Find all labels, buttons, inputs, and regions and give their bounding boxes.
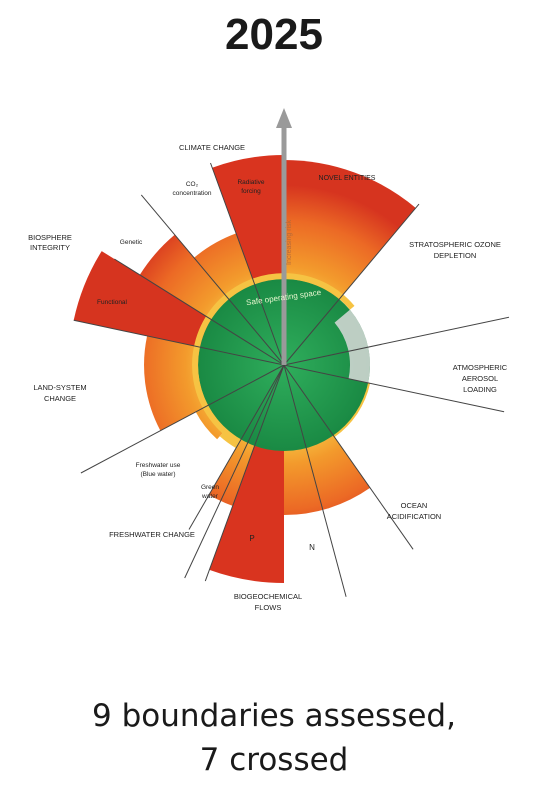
divider-line: [283, 203, 420, 366]
label-climate-change: CLIMATE CHANGE: [179, 143, 245, 152]
ozone-safe-segment: [334, 309, 370, 383]
summary-line-2: 7 crossed: [199, 742, 349, 778]
increasing-risk-label: Increasing risk: [286, 219, 293, 265]
divider-line: [188, 364, 285, 530]
label-genetic: Genetic: [120, 239, 143, 246]
label-novel-entities: NOVEL ENTITIES: [319, 175, 376, 182]
divider-line: [283, 364, 505, 413]
divider-line: [184, 364, 285, 579]
divider-line: [210, 162, 285, 366]
safe-boundary-rim: [192, 273, 355, 445]
summary-line-1: 9 boundaries assessed,: [92, 698, 456, 734]
divider-line: [283, 364, 414, 550]
increasing-risk-arrow-head: [276, 108, 292, 128]
divider-line: [283, 364, 347, 597]
label-p: P: [249, 534, 254, 543]
year-title: 2025: [225, 10, 323, 59]
divider-line: [80, 364, 285, 474]
divider-line: [73, 319, 285, 366]
divider-line: [204, 364, 285, 582]
divider-line: [283, 316, 510, 366]
label-freshwater-change: FRESHWATER CHANGE: [109, 530, 195, 539]
label-blue-water: Freshwater use(Blue water): [136, 462, 181, 478]
divider-line: [114, 258, 285, 366]
divider-line: [140, 194, 285, 366]
label-n: N: [309, 543, 315, 552]
label-functional: Functional: [97, 299, 128, 306]
